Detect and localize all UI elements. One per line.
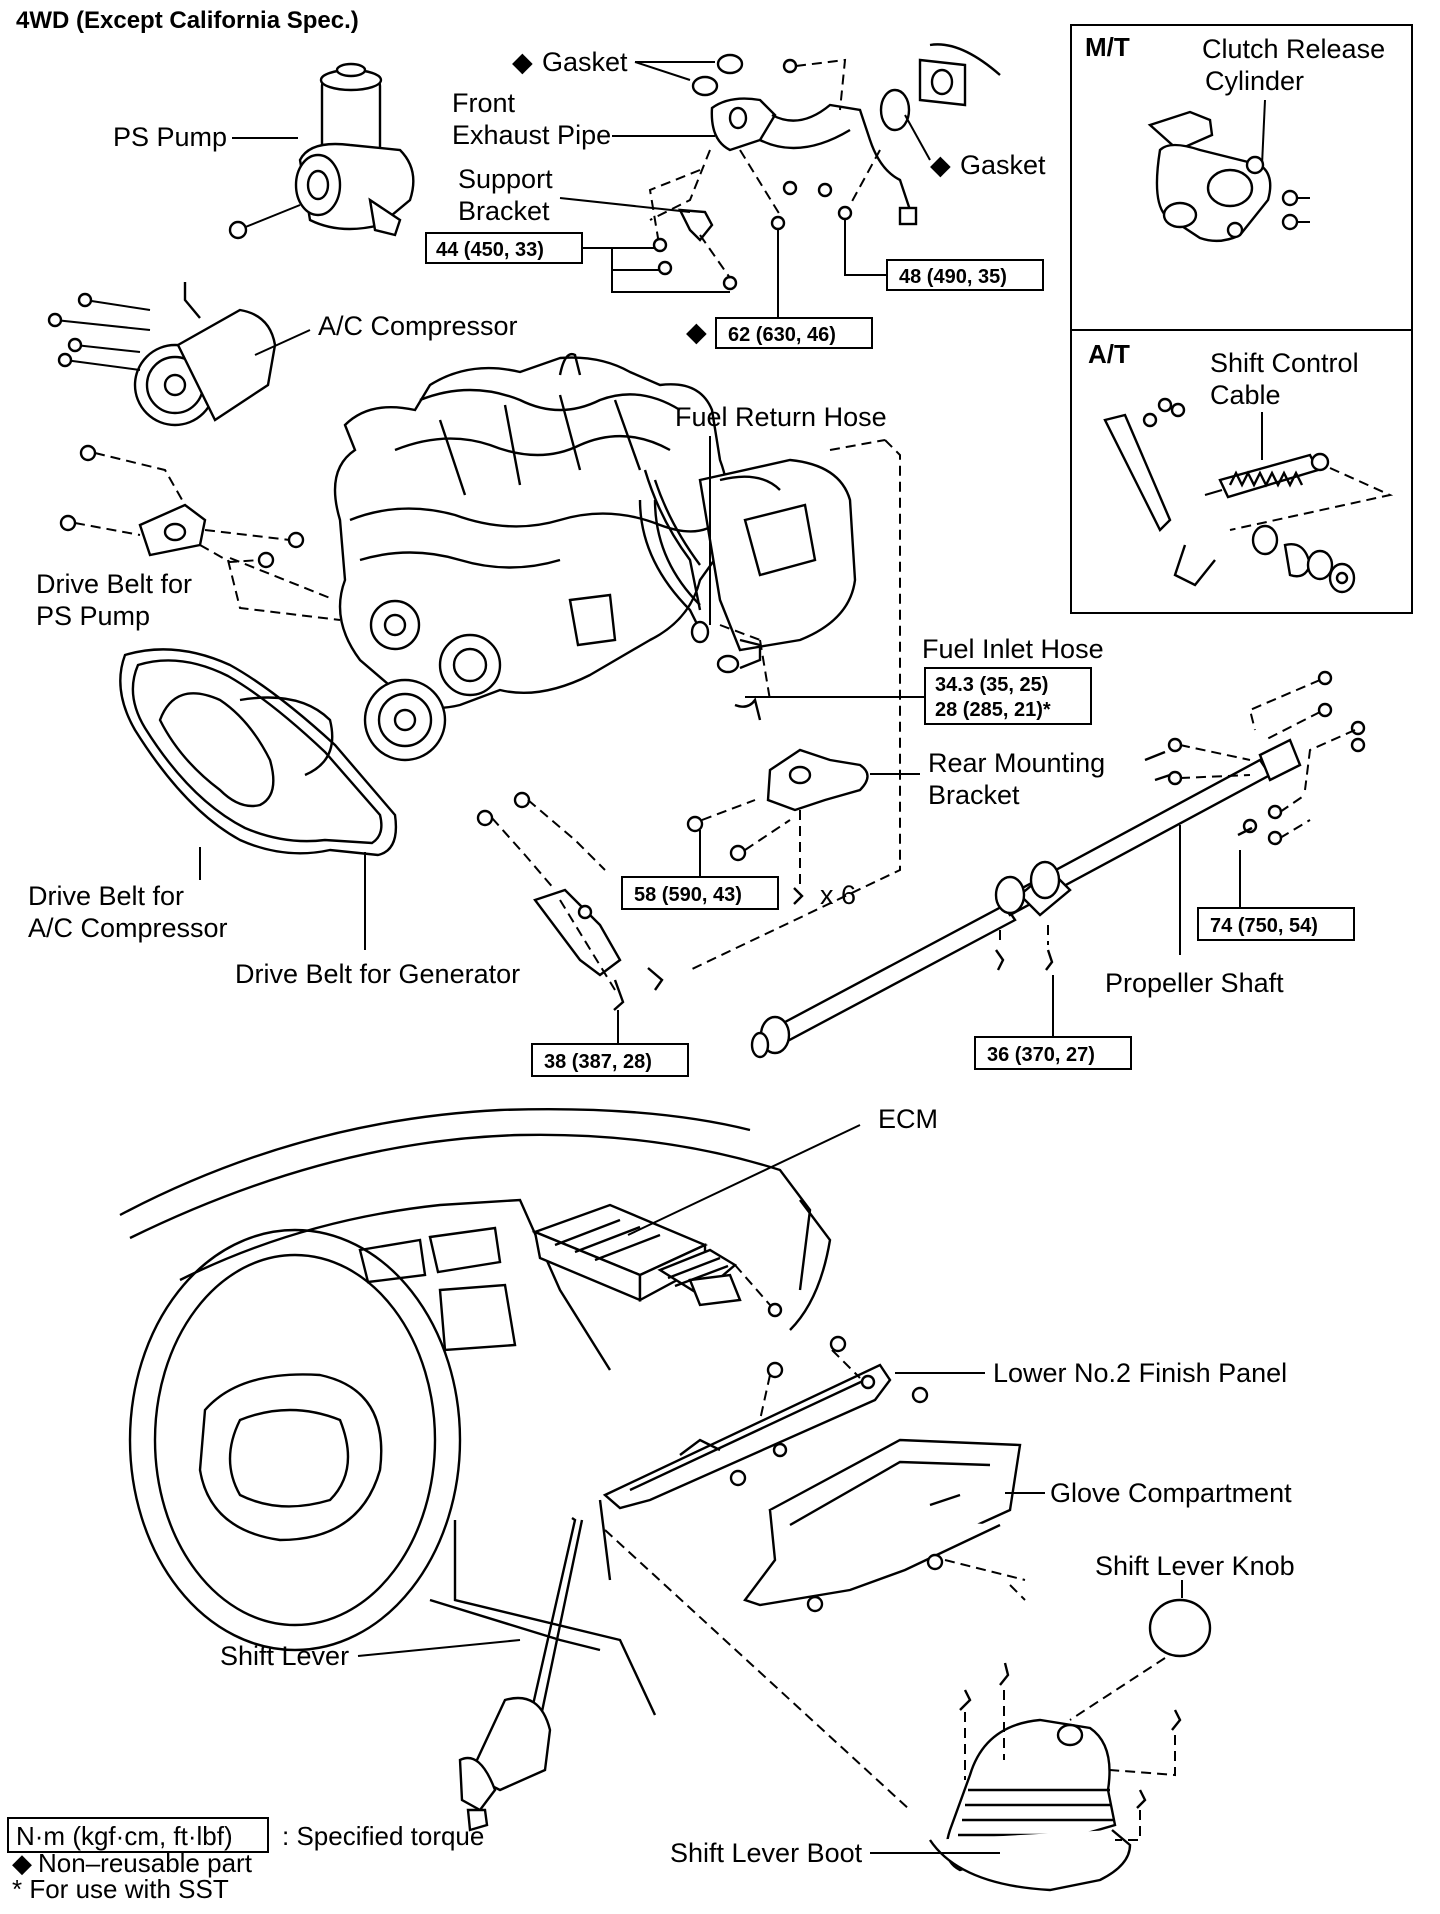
torque-38: 38 (387, 28) bbox=[544, 1051, 652, 1073]
legend-nonreusable: Non–reusable part bbox=[38, 1848, 253, 1878]
ps-pump-illustration bbox=[228, 62, 415, 240]
label-drive-belt-ps-2: PS Pump bbox=[36, 601, 150, 631]
label-drive-belt-ac-1: Drive Belt for bbox=[28, 881, 184, 911]
label-gasket-top: Gasket bbox=[542, 47, 628, 77]
inset-at-label-2: Cable bbox=[1210, 380, 1281, 410]
inset-at-label-1: Shift Control bbox=[1210, 348, 1359, 378]
inset-mt-heading: M/T bbox=[1085, 32, 1130, 62]
ecm-illustration bbox=[531, 1203, 783, 1318]
label-lower-finish-panel: Lower No.2 Finish Panel bbox=[993, 1358, 1287, 1388]
label-propeller-shaft: Propeller Shaft bbox=[1105, 968, 1284, 998]
label-fuel-return-hose: Fuel Return Hose bbox=[675, 402, 887, 432]
torque-48: 48 (490, 35) bbox=[899, 266, 1007, 288]
torque-36: 36 (370, 27) bbox=[987, 1044, 1095, 1066]
inset-panel: M/T Clutch Release Cylinder A/T Shift Co… bbox=[1070, 24, 1413, 614]
gasket-top-diamond: ◆ bbox=[512, 47, 533, 77]
label-rear-mount-2: Bracket bbox=[928, 780, 1020, 810]
label-shift-lever-boot: Shift Lever Boot bbox=[670, 1838, 863, 1868]
label-front-exhaust-1: Front bbox=[452, 88, 516, 118]
label-shift-lever: Shift Lever bbox=[220, 1641, 349, 1671]
support-bracket-illustration bbox=[652, 208, 738, 291]
label-support-bracket-1: Support bbox=[458, 164, 553, 194]
torque-58: 58 (590, 43) bbox=[634, 884, 742, 906]
torque-34: 34.3 (35, 25) bbox=[935, 674, 1048, 696]
front-exhaust-pipe-illustration bbox=[648, 43, 1001, 251]
clutch-release-cylinder-illustration bbox=[1147, 99, 1310, 243]
label-bolts-x6: x 6 bbox=[820, 880, 856, 910]
inset-mt-label-2: Cylinder bbox=[1205, 66, 1304, 96]
propeller-shaft-illustration bbox=[750, 670, 1366, 1059]
shift-knob-illustration bbox=[1069, 1598, 1212, 1721]
shift-lever-illustration bbox=[458, 1517, 911, 1832]
legend-unit-box: N·m (kgf·cm, ft·lbf) bbox=[16, 1821, 233, 1851]
label-drive-belt-ac-2: A/C Compressor bbox=[28, 913, 228, 943]
fuel-hose-fittings-illustration bbox=[638, 499, 762, 721]
torque-44: 44 (450, 33) bbox=[436, 239, 544, 261]
label-ac-compressor: A/C Compressor bbox=[318, 311, 518, 341]
label-fuel-inlet-hose: Fuel Inlet Hose bbox=[922, 634, 1104, 664]
torque-62-diamond: ◆ bbox=[686, 317, 707, 347]
label-front-exhaust-2: Exhaust Pipe bbox=[452, 120, 611, 150]
inset-mt-label-1: Clutch Release bbox=[1202, 34, 1385, 64]
engine-mount-bracket-illustration bbox=[59, 444, 341, 621]
label-ecm: ECM bbox=[878, 1104, 938, 1134]
label-support-bracket-2: Bracket bbox=[458, 196, 550, 226]
legend-unit-text: : Specified torque bbox=[282, 1821, 484, 1851]
dashboard-illustration bbox=[119, 1107, 832, 1716]
label-drive-belt-generator: Drive Belt for Generator bbox=[235, 959, 520, 989]
torque-74: 74 (750, 54) bbox=[1210, 915, 1318, 937]
drive-belts-illustration bbox=[119, 648, 398, 857]
label-gasket-right: Gasket bbox=[960, 150, 1046, 180]
legend: N·m (kgf·cm, ft·lbf) : Specified torque … bbox=[7, 1817, 484, 1904]
inset-at-heading: A/T bbox=[1088, 339, 1130, 369]
label-ps-pump: PS Pump bbox=[113, 122, 227, 152]
ac-compressor-illustration bbox=[47, 282, 277, 427]
legend-diamond: ◆ bbox=[12, 1848, 32, 1878]
front-mount-bracket-illustration bbox=[476, 791, 664, 1011]
legend-sst: * For use with SST bbox=[12, 1874, 229, 1904]
label-rear-mount-1: Rear Mounting bbox=[928, 748, 1105, 778]
label-glove-compartment: Glove Compartment bbox=[1050, 1478, 1292, 1508]
label-drive-belt-ps-1: Drive Belt for bbox=[36, 569, 192, 599]
lower-finish-panel-illustration bbox=[602, 1335, 929, 1510]
rear-mounting-bracket-illustration bbox=[686, 748, 869, 905]
torque-28: 28 (285, 21)* bbox=[935, 699, 1051, 721]
shift-control-cable-illustration bbox=[1103, 397, 1394, 594]
gasket-right-diamond: ◆ bbox=[930, 150, 951, 180]
torque-62: 62 (630, 46) bbox=[728, 324, 836, 346]
glove-compartment-illustration bbox=[743, 1438, 1026, 1613]
label-shift-lever-knob: Shift Lever Knob bbox=[1095, 1551, 1295, 1581]
diagram-title: 4WD (Except California Spec.) bbox=[16, 7, 359, 34]
engine-illustration bbox=[333, 353, 857, 762]
shift-boot-illustration bbox=[929, 1662, 1182, 1892]
